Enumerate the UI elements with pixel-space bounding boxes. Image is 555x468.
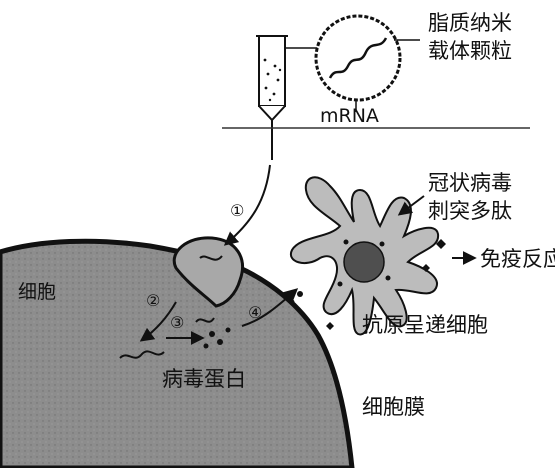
step-2-label: ②	[146, 291, 160, 310]
lipid-nanoparticle-label-line1: 脂质纳米	[428, 11, 512, 35]
cell-membrane-label: 细胞膜	[362, 395, 425, 419]
mrna-label: mRNA	[320, 105, 379, 127]
viral-protein-label: 病毒蛋白	[162, 367, 246, 391]
immune-response-label: 免疫反应	[480, 247, 555, 271]
apc-label: 抗原呈递细胞	[362, 313, 488, 337]
step-3-label: ③	[170, 313, 184, 332]
cell-label: 细胞	[18, 281, 56, 303]
lipid-nanoparticle-icon	[316, 16, 420, 112]
spike-protein-label-line1: 冠状病毒	[428, 171, 512, 195]
host-cell	[0, 238, 352, 468]
apc-nucleus	[344, 242, 384, 282]
step-1-label: ①	[230, 201, 244, 220]
spike-protein-label-line2: 刺突多肽	[428, 199, 512, 223]
lipid-nanoparticle-label-line2: 载体颗粒	[428, 39, 512, 63]
syringe-icon	[256, 36, 318, 160]
step-4-label: ④	[248, 303, 262, 322]
